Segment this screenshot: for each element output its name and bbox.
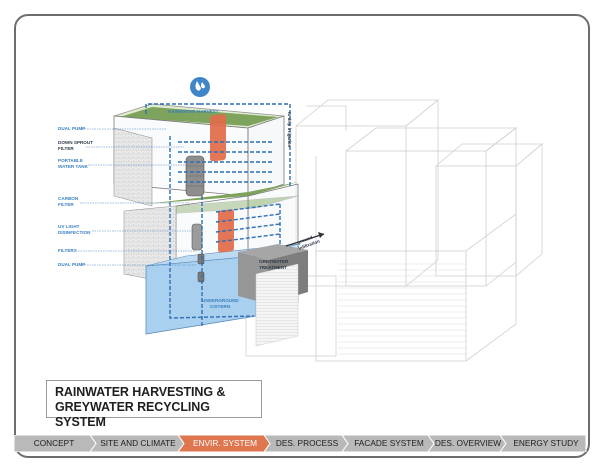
rainwater-harvest-label: RAINWATER HARVEST (168, 109, 219, 114)
drip-irrigation-label: to drip irrigation (287, 112, 292, 148)
ghost-facade-slats (338, 263, 466, 355)
greywater-label-line2: TREATMENT (259, 265, 287, 270)
callout-carbon-filter-line2: FILTER (58, 202, 74, 207)
diagram-title-box: RAINWATER HARVESTING & GREYWATER RECYCLI… (46, 380, 262, 429)
upper-glass-volume (113, 103, 285, 207)
callout-filters: FILTERS (58, 248, 77, 253)
ground-infiltration-arrowhead (318, 232, 324, 238)
callout-dual-pump-top: DUAL PUMP (58, 126, 85, 131)
rainwater-system-diagram: RAINWATER HARVEST to drip irrigation gro… (58, 77, 544, 362)
portable-water-tank-lower (218, 209, 234, 253)
callout-portable-tank-line2: WATER TANK (58, 164, 89, 169)
nav-tab-des-overview[interactable]: DES. OVERVIEW (434, 438, 502, 448)
portable-water-tank-upper (210, 114, 226, 162)
nav-shape-site-and-climate (89, 435, 185, 452)
nav-shape-des-process (263, 435, 349, 452)
rain-drop-icon (190, 77, 210, 97)
nav-tab-energy-study[interactable]: ENERGY STUDY (513, 438, 579, 448)
callout-portable-tank-line1: PORTABLE (58, 158, 83, 163)
nav-tab-site-and-climate[interactable]: SITE AND CLIMATE (100, 438, 176, 448)
slide-frame: RAINWATER HARVEST to drip irrigation gro… (14, 14, 590, 458)
left-callout-labels: DUAL PUMP DOWN SPROUT FILTER PORTABLE WA… (58, 126, 196, 267)
ground-label: ground (297, 235, 314, 245)
callout-uv-light-line1: UV LIGHT (58, 224, 80, 229)
ground-infiltration-arrow (285, 233, 325, 247)
callout-carbon-filter-line1: CARBON (58, 196, 79, 201)
nav-shape-facade-system (341, 435, 435, 452)
cistern-label-line1: UNDERGROUND (202, 298, 239, 303)
carbon-filter-cylinder (191, 223, 203, 251)
nav-tab-concept[interactable]: CONCEPT (33, 438, 75, 448)
section-nav-bar: CONCEPT SITE AND CLIMATE ENVIR. SYSTEM D… (14, 435, 590, 452)
cistern-label-line2: CISTERN (210, 304, 231, 309)
nav-shape-des-overview (427, 435, 507, 452)
ground-slats (255, 263, 299, 347)
diagram-title-line1: RAINWATER HARVESTING & (55, 385, 226, 399)
water-pipes (145, 103, 291, 326)
callout-dual-pump-bottom: DUAL PUMP (58, 262, 85, 267)
down-spout-filter-cylinder (185, 155, 205, 197)
nav-shape-envir-system (177, 435, 271, 452)
greywater-label-line1: GREYWATER (259, 259, 289, 264)
callout-down-sprout-line2: FILTER (58, 146, 74, 151)
diagram-title-line2: GREYWATER RECYCLING SYSTEM (55, 400, 210, 429)
callout-down-sprout-line1: DOWN SPROUT (58, 140, 93, 145)
callout-uv-light-line2: DISINFECTION (58, 230, 91, 235)
nav-tab-facade-system[interactable]: FACADE SYSTEM (354, 438, 424, 448)
nav-shapes (14, 435, 587, 452)
nav-tab-des-process[interactable]: DES. PROCESS (275, 438, 339, 448)
nav-tab-envir-system[interactable]: ENVIR. SYSTEM (192, 438, 258, 448)
nav-shape-energy-study (499, 435, 587, 452)
